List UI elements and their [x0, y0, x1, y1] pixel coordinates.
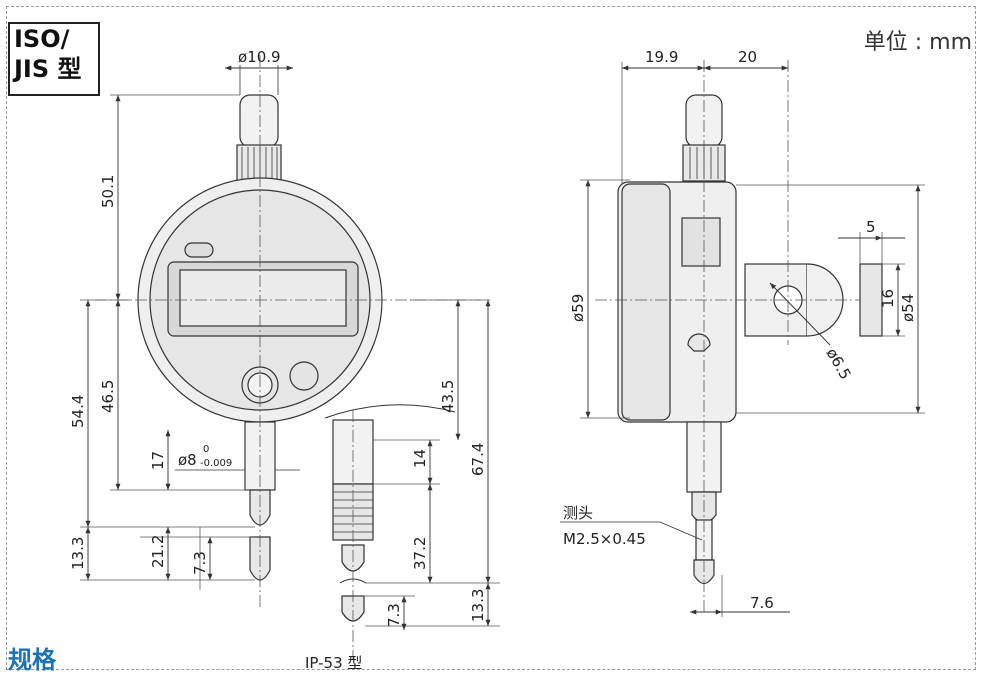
dim-19-9: 19.9 — [645, 48, 678, 66]
dim-dia-59: ø59 — [569, 294, 587, 322]
variant-label: IP-53 型 — [305, 654, 362, 672]
side-clip — [681, 217, 721, 267]
dim-7-3-mid: 7.3 — [385, 603, 403, 627]
unit-label: 单位 : mm — [863, 30, 972, 55]
dim-54-4: 54.4 — [69, 395, 87, 428]
dim-13-3-left: 13.3 — [69, 537, 87, 570]
dim-20: 20 — [738, 48, 757, 66]
function-button — [289, 361, 319, 391]
dim-dia-6-5: ø6.5 — [823, 345, 855, 383]
lcd-display — [179, 269, 347, 327]
probe-callout-line-2: M2.5×0.45 — [563, 530, 646, 548]
dim-7-3-left: 7.3 — [191, 551, 209, 575]
probe-callout-line-1: 测头 — [563, 504, 593, 522]
side-view — [560, 60, 925, 617]
dim-46-5: 46.5 — [99, 380, 117, 413]
contact-tip — [249, 489, 271, 526]
dim-stem-fit: ø8 — [178, 451, 197, 469]
dim-stem-dia: ø10.9 — [238, 48, 281, 66]
dim-stem-fit-upper: 0 — [203, 444, 209, 455]
side-front-bezel — [621, 183, 671, 421]
section-title: 规格 — [8, 646, 56, 674]
drawing-frame — [6, 6, 976, 670]
dim-stem-fit-lower: -0.009 — [200, 458, 232, 469]
standard-line-1: ISO/ — [14, 25, 70, 53]
side-screw — [687, 333, 711, 352]
dim-43-5: 43.5 — [439, 380, 457, 413]
dim-14: 14 — [411, 449, 429, 468]
dim-67-4: 67.4 — [469, 443, 487, 476]
dim-50-1: 50.1 — [99, 175, 117, 208]
front-view — [80, 55, 480, 610]
dim-dia-54: ø54 — [899, 294, 917, 322]
standard-box: ISO/ JIS 型 — [8, 22, 100, 96]
dim-21-2: 21.2 — [149, 535, 167, 568]
dim-17: 17 — [149, 451, 167, 470]
dim-16: 16 — [879, 289, 897, 308]
standard-line-2: JIS 型 — [14, 55, 82, 83]
stem-cap — [239, 94, 279, 148]
dim-37-2: 37.2 — [411, 537, 429, 570]
knurled-collar — [236, 144, 282, 182]
dim-13-3-mid: 13.3 — [469, 589, 487, 622]
ip53-tip-retracted — [341, 595, 365, 622]
indicator-lamp — [184, 242, 214, 258]
dim-5: 5 — [866, 218, 876, 236]
ip53-stem-view — [324, 299, 500, 660]
dim-7-6: 7.6 — [750, 594, 774, 612]
